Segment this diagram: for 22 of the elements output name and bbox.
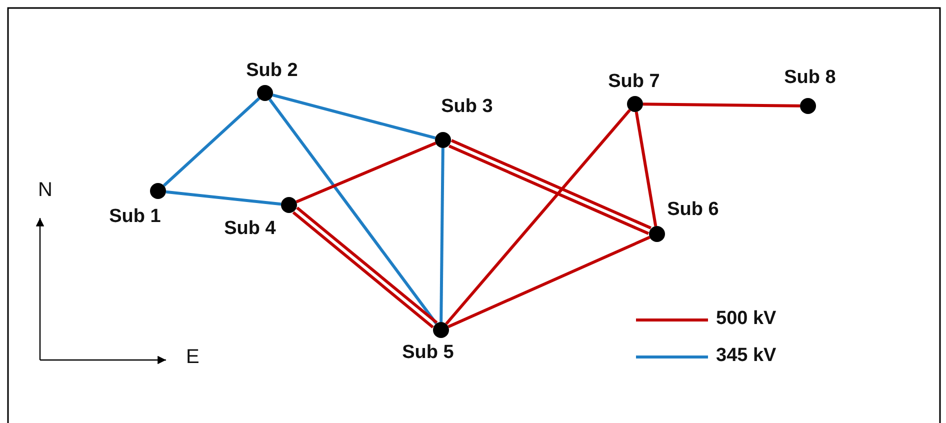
legend-label: 500 kV: [716, 308, 776, 330]
transmission-line: [268, 98, 438, 324]
substation-label: Sub 6: [666, 199, 720, 221]
transmission-line: [445, 109, 631, 325]
transmission-line: [272, 94, 436, 140]
direction-label: N: [38, 179, 52, 201]
transmission-line: [448, 236, 650, 328]
transmission-line: [296, 142, 436, 204]
substation-label: Sub 4: [223, 218, 277, 240]
direction-label: E: [186, 346, 200, 368]
substation-label: Sub 7: [607, 71, 661, 93]
substation-label: Sub 8: [783, 67, 837, 89]
substation-label: Sub 2: [245, 60, 299, 82]
substation-label: Sub 5: [401, 342, 455, 364]
legend-label: 345 kV: [716, 345, 776, 367]
substation-label: Sub 3: [440, 96, 494, 118]
transmission-line: [166, 190, 282, 206]
transmission-line: [162, 97, 260, 187]
transmission-line: [634, 112, 658, 226]
transmission-line: [642, 102, 800, 108]
transmission-line: [440, 148, 444, 322]
substation-label: Sub 1: [108, 206, 162, 228]
